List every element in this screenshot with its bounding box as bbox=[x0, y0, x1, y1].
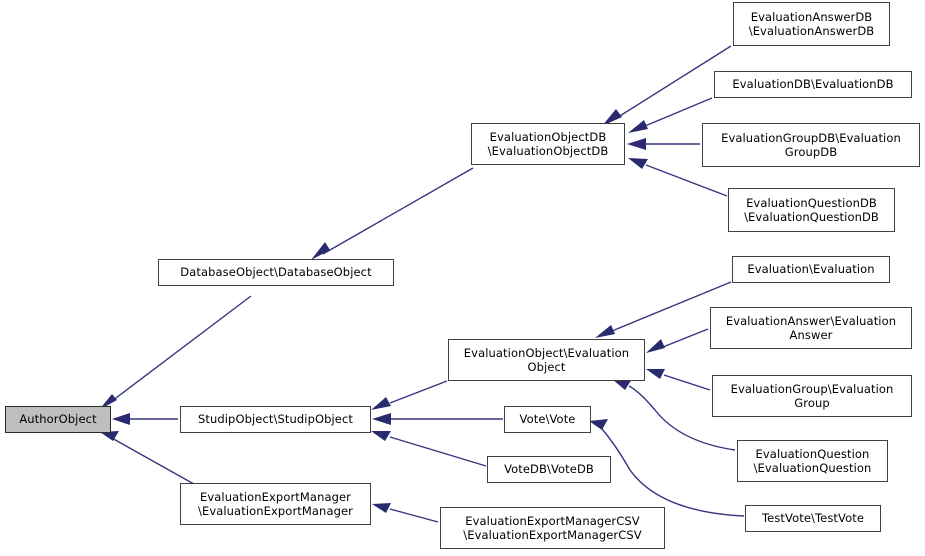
edge-evaluation-answer-to-evaluation-object bbox=[646, 328, 709, 353]
class-node-evaluation-object-db[interactable]: EvaluationObjectDB \EvaluationObjectDB bbox=[471, 123, 625, 165]
class-node-evaluation-question-db[interactable]: EvaluationQuestionDB \EvaluationQuestion… bbox=[728, 188, 895, 232]
class-node-evaluation-export-manager-csv[interactable]: EvaluationExportManagerCSV \EvaluationEx… bbox=[440, 507, 665, 549]
class-node-database-object[interactable]: DatabaseObject\DatabaseObject bbox=[158, 259, 394, 286]
edge-vote-db-to-studip-object bbox=[371, 431, 487, 467]
class-node-evaluation-group-db[interactable]: EvaluationGroupDB\Evaluation GroupDB bbox=[702, 123, 920, 167]
class-node-evaluation-question[interactable]: EvaluationQuestion \EvaluationQuestion bbox=[737, 440, 888, 482]
edge-studip-object-to-author-object bbox=[112, 413, 178, 425]
class-node-label: EvaluationGroup\Evaluation Group bbox=[730, 381, 894, 411]
class-node-label: Vote\Vote bbox=[519, 412, 576, 427]
edge-evaluation-group-db-to-evaluation-object-db bbox=[627, 138, 700, 150]
class-node-label: EvaluationObjectDB \EvaluationObjectDB bbox=[487, 129, 609, 159]
class-node-evaluation[interactable]: Evaluation\Evaluation bbox=[732, 256, 890, 283]
class-node-label: EvaluationExportManager \EvaluationExpor… bbox=[197, 489, 353, 519]
class-node-studip-object[interactable]: StudipObject\StudipObject bbox=[180, 406, 371, 433]
edge-evaluation-answer-db-to-evaluation-object-db bbox=[602, 45, 732, 126]
class-node-evaluation-answer-db[interactable]: EvaluationAnswerDB \EvaluationAnswerDB bbox=[733, 2, 890, 46]
class-node-label: EvaluationAnswer\Evaluation Answer bbox=[725, 313, 897, 343]
class-node-label: DatabaseObject\DatabaseObject bbox=[180, 265, 372, 280]
edge-evaluation-group-to-evaluation-object bbox=[646, 369, 711, 391]
class-node-evaluation-answer[interactable]: EvaluationAnswer\Evaluation Answer bbox=[710, 307, 912, 349]
class-node-evaluation-export-manager[interactable]: EvaluationExportManager \EvaluationExpor… bbox=[180, 483, 371, 525]
class-node-label: EvaluationAnswerDB \EvaluationAnswerDB bbox=[748, 9, 875, 39]
class-node-label: AuthorObject bbox=[19, 412, 97, 427]
edge-evaluation-db-to-evaluation-object-db bbox=[628, 97, 713, 133]
class-node-evaluation-object[interactable]: EvaluationObject\Evaluation Object bbox=[448, 339, 645, 381]
class-node-label: TestVote\TestVote bbox=[761, 511, 865, 526]
class-node-label: EvaluationExportManagerCSV \EvaluationEx… bbox=[463, 513, 642, 543]
class-node-label: EvaluationDB\EvaluationDB bbox=[732, 77, 894, 92]
class-node-vote-db[interactable]: VoteDB\VoteDB bbox=[487, 456, 611, 483]
class-node-author-object[interactable]: AuthorObject bbox=[5, 406, 111, 433]
class-node-label: EvaluationGroupDB\Evaluation GroupDB bbox=[721, 130, 901, 160]
edge-database-object-to-author-object bbox=[99, 295, 252, 410]
edge-evaluation-object-db-to-database-object bbox=[311, 167, 474, 260]
class-node-label: EvaluationQuestion \EvaluationQuestion bbox=[753, 446, 872, 476]
edge-vote-to-studip-object bbox=[372, 413, 503, 425]
class-node-evaluation-group[interactable]: EvaluationGroup\Evaluation Group bbox=[712, 375, 912, 417]
edge-test-vote-to-vote bbox=[589, 419, 745, 517]
class-node-label: EvaluationObject\Evaluation Object bbox=[463, 345, 630, 375]
class-node-test-vote[interactable]: TestVote\TestVote bbox=[745, 505, 881, 532]
class-node-label: EvaluationQuestionDB \EvaluationQuestion… bbox=[744, 195, 879, 225]
class-node-label: StudipObject\StudipObject bbox=[197, 412, 354, 427]
edge-export-manager-csv-to-export-manager bbox=[372, 503, 439, 523]
class-node-label: Evaluation\Evaluation bbox=[747, 262, 875, 277]
class-node-vote[interactable]: Vote\Vote bbox=[504, 406, 591, 433]
edge-evaluation-object-to-studip-object bbox=[371, 380, 448, 410]
class-node-evaluation-db[interactable]: EvaluationDB\EvaluationDB bbox=[714, 71, 912, 98]
class-node-label: VoteDB\VoteDB bbox=[504, 462, 594, 477]
